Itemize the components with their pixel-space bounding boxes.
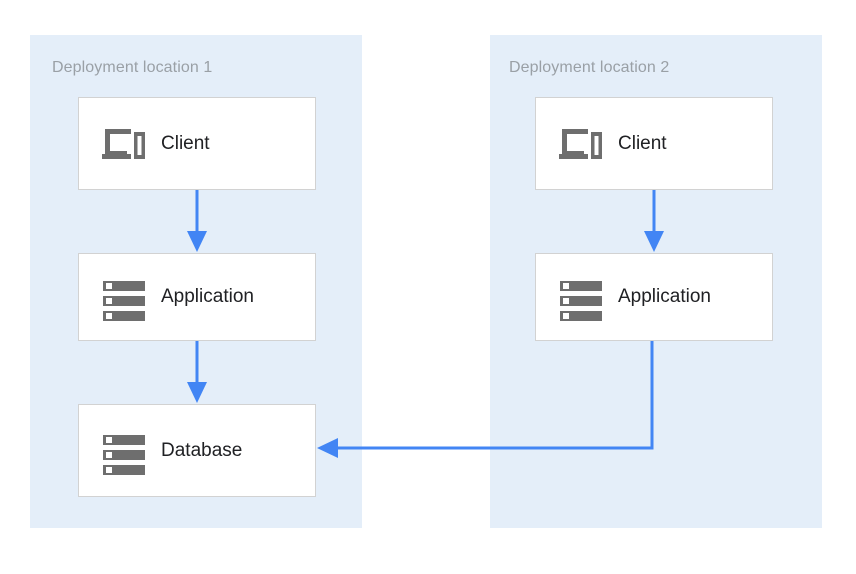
client-icon <box>558 121 604 167</box>
server-icon <box>558 274 604 321</box>
node-application-2[interactable]: Application <box>535 253 773 341</box>
node-database-1[interactable]: Database <box>78 404 316 497</box>
server-bar <box>103 434 145 445</box>
server-icon <box>101 428 147 475</box>
node-application-1-label: Application <box>161 286 254 307</box>
server-bar <box>103 281 145 291</box>
server-bar <box>103 296 145 306</box>
node-database-1-label: Database <box>161 439 243 461</box>
deployment-zone-2-title: Deployment location 2 <box>509 59 670 76</box>
server-bar <box>560 281 602 291</box>
server-bar <box>103 449 145 460</box>
node-client-1[interactable]: Client <box>78 97 316 190</box>
server-bar <box>103 311 145 321</box>
node-application-2-label: Application <box>618 286 711 307</box>
server-bar <box>560 296 602 306</box>
node-client-1-label: Client <box>161 132 210 154</box>
server-bar <box>103 464 145 475</box>
server-bar <box>560 311 602 321</box>
deployment-zone-1-title: Deployment location 1 <box>52 59 213 76</box>
client-icon <box>101 121 147 167</box>
node-client-2[interactable]: Client <box>535 97 773 190</box>
server-icon <box>101 274 147 321</box>
node-client-2-label: Client <box>618 132 667 154</box>
node-application-1[interactable]: Application <box>78 253 316 341</box>
